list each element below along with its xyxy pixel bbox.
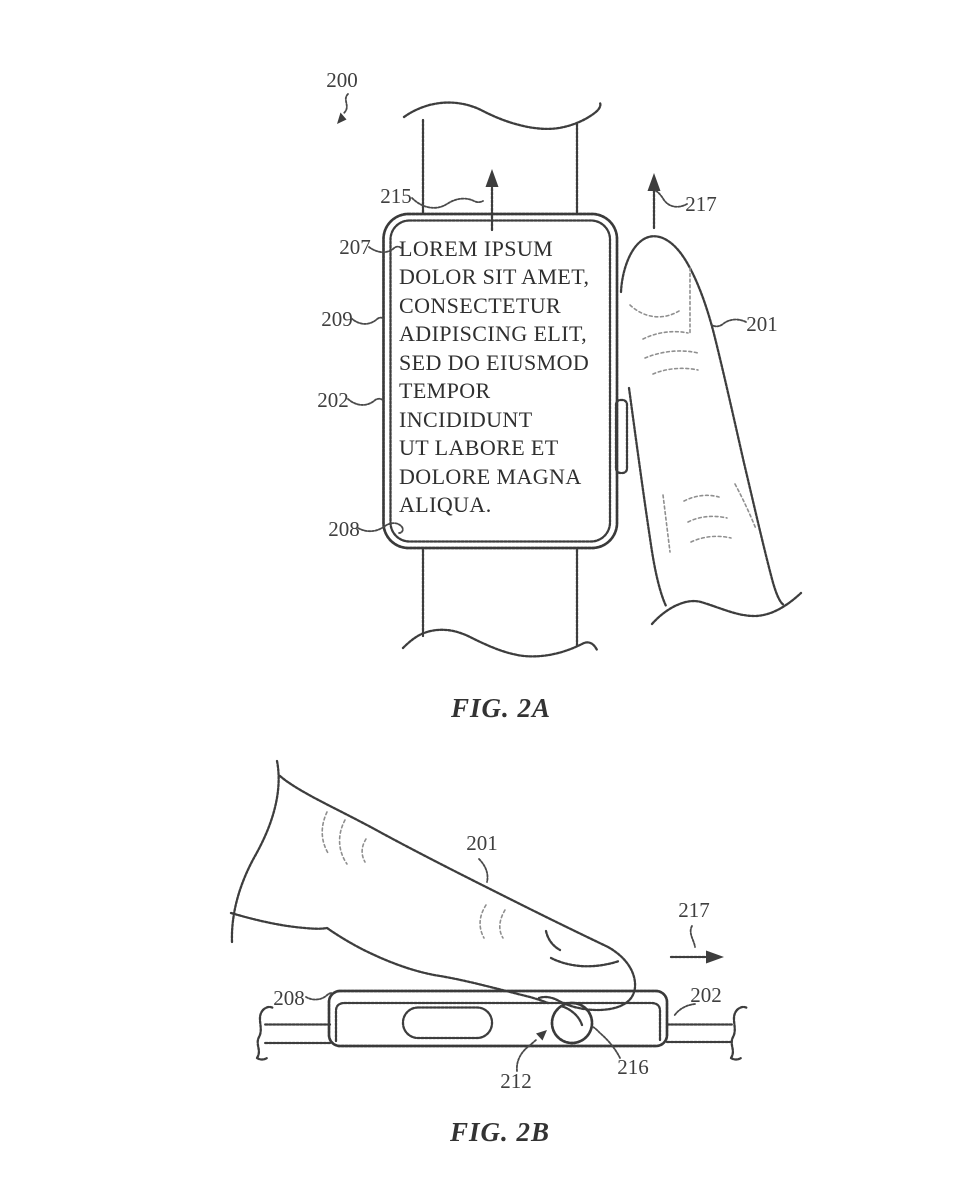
finger-tip-and-right-edge (619, 235, 786, 607)
band-top-broken-edge (402, 101, 602, 131)
watch-display-text: LOREM IPSUM DOLOR SIT AMET, CONSECTETUR … (399, 236, 590, 518)
digital-crown-detail (559, 1004, 584, 1027)
fig2b: 201 217 (229, 759, 749, 1147)
arrowhead-212 (536, 1030, 547, 1041)
leader-202b (673, 1003, 696, 1017)
fig2b-caption: FIG. 2B (449, 1117, 550, 1147)
watch-body-front (382, 212, 629, 550)
finger-side-view (229, 759, 637, 1012)
ref-label-208a: 208 (328, 517, 360, 541)
ref-label-217b: 217 (678, 898, 710, 922)
arrow-217-head (647, 173, 661, 191)
leader-217b (689, 925, 696, 948)
leader-215 (411, 197, 484, 209)
finger-top-edge (278, 774, 610, 949)
band-left-break-line (255, 1008, 265, 1060)
crown-press-arrow-212 (516, 1030, 547, 1072)
scroll-direction-arrow-215 (485, 169, 499, 232)
band-bottom-broken-edge (401, 628, 599, 658)
leader-217a (655, 190, 688, 208)
watch-band-side-left (255, 1005, 332, 1061)
finger-tip-edge (537, 945, 637, 1012)
finger-left-edge (627, 386, 668, 608)
leader-201a (711, 318, 747, 328)
ref-label-202a: 202 (317, 388, 349, 412)
leader-208b (305, 992, 333, 1001)
leader-207 (368, 245, 402, 254)
side-button-slot (401, 1006, 494, 1040)
digital-crown (550, 1001, 594, 1045)
watch-display-bezel (389, 219, 612, 543)
ref-label-209: 209 (321, 307, 353, 331)
finger-front-view (619, 235, 803, 626)
fingernail (629, 267, 691, 336)
leader-208a (357, 522, 404, 534)
watch-case-side-outer (327, 989, 669, 1048)
ref-label-207: 207 (339, 235, 371, 259)
leader-200 (343, 93, 349, 114)
ref-label-217a: 217 (685, 192, 717, 216)
finger-bottom-edge (229, 911, 550, 1005)
leader-216 (592, 1026, 621, 1059)
leader-209 (350, 316, 385, 325)
slide-direction-arrow-217 (669, 950, 724, 964)
watch-case-side-inner (334, 1001, 662, 1043)
fig2a-caption: FIG. 2A (450, 693, 551, 723)
ref-label-202b: 202 (690, 983, 722, 1007)
watch-body-side (327, 989, 669, 1048)
ref-label-216: 216 (617, 1055, 649, 1079)
ref-label-215: 215 (380, 184, 412, 208)
finger-broken-bottom-edge (650, 591, 803, 626)
finger-knuckle-wrinkles-side (321, 811, 506, 939)
watch-band-top (402, 101, 602, 215)
arrowhead-200 (337, 112, 347, 124)
finger-knuckle-wrinkles (642, 330, 699, 375)
ref-label-208b: 208 (273, 986, 305, 1010)
finger-direction-arrow-217 (647, 173, 661, 230)
watch-band-side-right (665, 1005, 749, 1061)
leader-212 (516, 1039, 537, 1072)
watch-case-outer (382, 212, 619, 550)
watch-band-bottom (401, 548, 599, 658)
leader-201b (478, 858, 489, 883)
fig2a: 200 215 217 207 209 (317, 68, 803, 723)
band-right-break-line (729, 1008, 739, 1060)
leader-202a (347, 397, 385, 406)
arrow-215-head (485, 169, 499, 187)
fingernail-side (544, 929, 621, 968)
ref-label-200: 200 (326, 68, 358, 92)
ref-label-201a: 201 (746, 312, 778, 336)
finger-lower-wrinkles (662, 483, 757, 553)
side-button (614, 398, 629, 475)
arrow-217b-head (706, 950, 724, 964)
ref-label-201b: 201 (466, 831, 498, 855)
ref-label-212: 212 (500, 1069, 532, 1093)
